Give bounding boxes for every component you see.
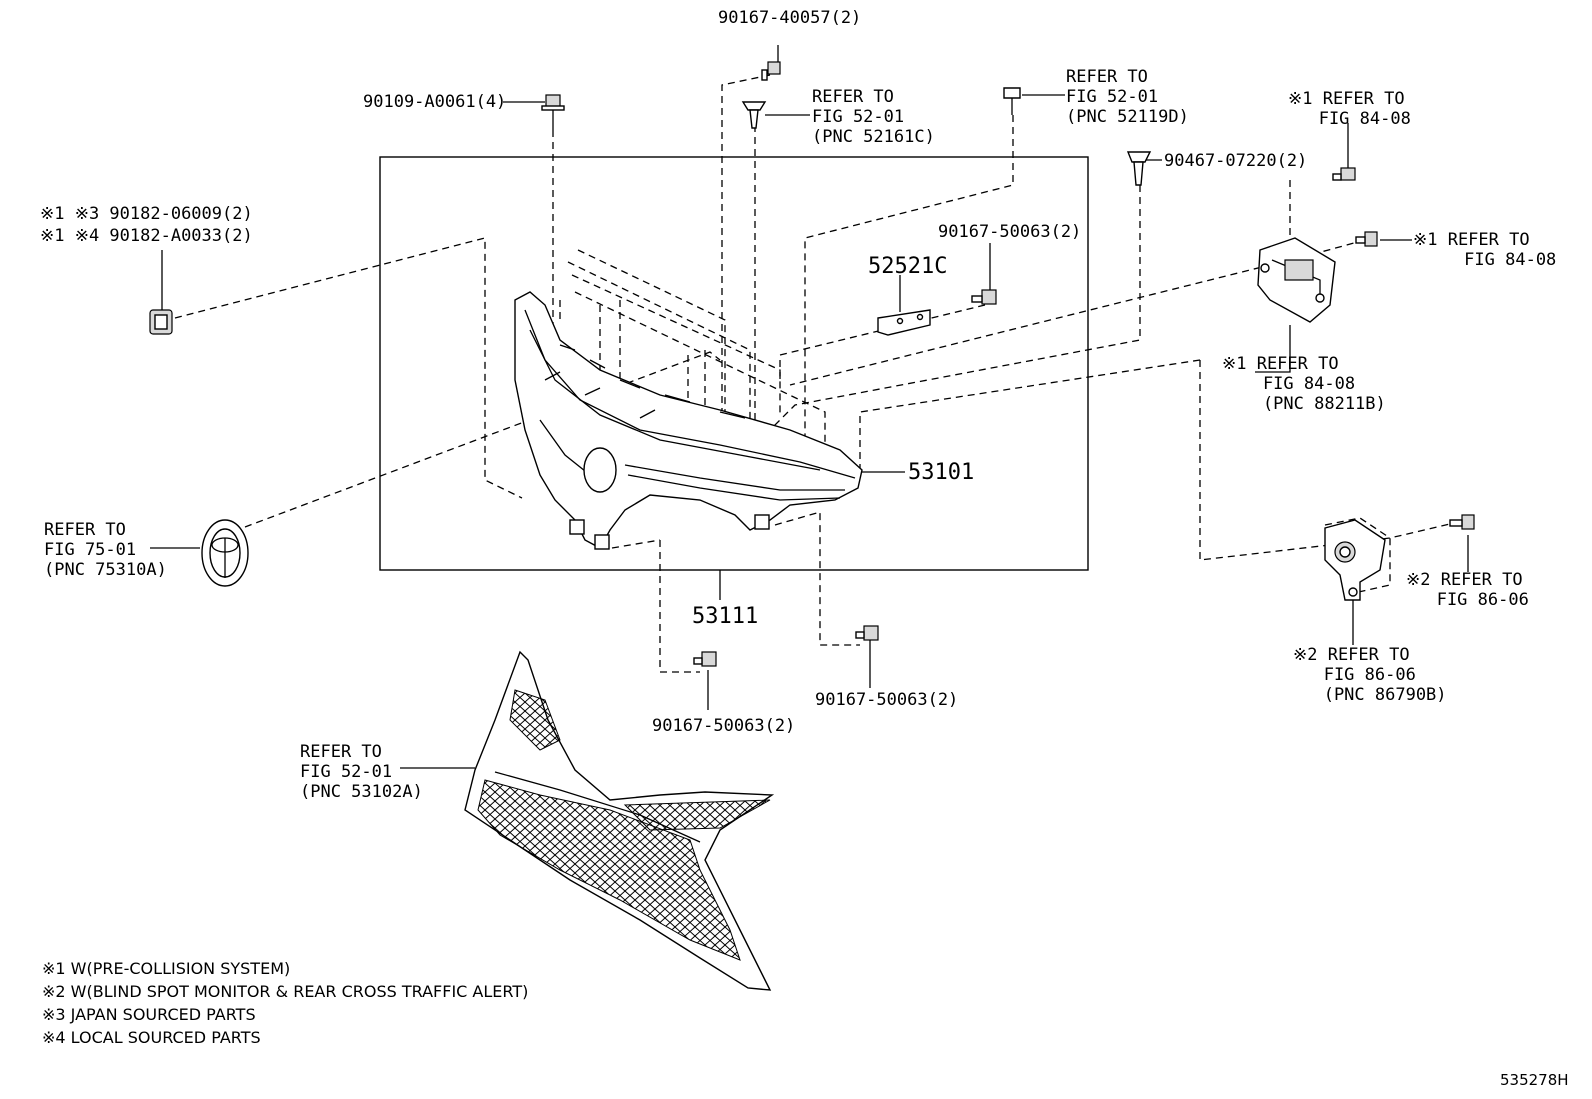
bracket-52521c-icon: [877, 309, 931, 336]
footnote-3: ※3 JAPAN SOURCED PARTS: [42, 1005, 256, 1024]
bolt-86-06-right-icon: [1449, 514, 1475, 530]
label-refer-84-08-top: ※1 REFER TO FIG 84-08: [1288, 89, 1411, 129]
label-refer-75310a: REFER TO FIG 75-01 (PNC 75310A): [44, 520, 167, 580]
label-53101: 53101: [908, 460, 975, 485]
sensor-86790b-icon: [1324, 519, 1386, 601]
solid-leaders: [150, 45, 1469, 769]
label-90167-50063-top: 90167-50063(2): [938, 222, 1082, 242]
label-refer-86790b: ※2 REFER TO FIG 86-06 (PNC 86790B): [1293, 645, 1447, 705]
bolt-90167-50063-top-icon: [971, 289, 997, 305]
bolt-90109-a0061-icon: [541, 94, 565, 130]
sensor-88211b-icon: [1257, 237, 1336, 323]
label-refer-84-08-right: ※1 REFER TO FIG 84-08: [1413, 230, 1557, 270]
screw-52119d-icon: [1003, 87, 1021, 115]
label-refer-52119d: REFER TO FIG 52-01 (PNC 52119D): [1066, 67, 1189, 127]
label-90167-50063-bl: 90167-50063(2): [652, 716, 796, 736]
bolt-90167-50063-br-icon: [855, 625, 879, 641]
footnote-4: ※4 LOCAL SOURCED PARTS: [42, 1028, 261, 1047]
label-90109-a0061: 90109-A0061(4): [363, 92, 507, 112]
assembly-box: [379, 156, 1089, 571]
label-53111: 53111: [692, 604, 759, 629]
nut-90182-icon: [149, 309, 173, 335]
clip-90467-07220-icon: [1126, 151, 1152, 186]
grille-support-53101-icon: [514, 291, 863, 550]
label-90167-50063-br: 90167-50063(2): [815, 690, 959, 710]
diagram-code: 535278H: [1500, 1071, 1569, 1089]
bolt-90167-50063-bl-icon: [693, 651, 717, 667]
label-90182-06009: ※1 ※3 90182-06009(2): [40, 204, 253, 224]
bolt-90167-40057-icon: [761, 61, 781, 81]
radiator-grille-53111-icon: [464, 650, 775, 991]
label-refer-88211b: ※1 REFER TO FIG 84-08 (PNC 88211B): [1222, 354, 1386, 414]
label-90167-40057: 90167-40057(2): [718, 8, 862, 28]
label-90182-a0033: ※1 ※4 90182-A0033(2): [40, 226, 253, 246]
label-refer-52161c: REFER TO FIG 52-01 (PNC 52161C): [812, 87, 935, 147]
emblem-75310a-icon: [201, 519, 249, 587]
bolt-84-08-top-icon: [1332, 167, 1356, 181]
footnote-2: ※2 W(BLIND SPOT MONITOR & REAR CROSS TRA…: [42, 982, 529, 1001]
label-90467-07220: 90467-07220(2): [1164, 151, 1308, 171]
label-refer-86-06-right: ※2 REFER TO FIG 86-06: [1406, 570, 1529, 610]
bolt-84-08-right-icon: [1355, 231, 1378, 247]
label-52521c: 52521C: [868, 254, 948, 279]
footnote-1: ※1 W(PRE-COLLISION SYSTEM): [42, 959, 291, 978]
label-refer-53102a: REFER TO FIG 52-01 (PNC 53102A): [300, 742, 423, 802]
clip-52161c-icon: [741, 101, 767, 129]
